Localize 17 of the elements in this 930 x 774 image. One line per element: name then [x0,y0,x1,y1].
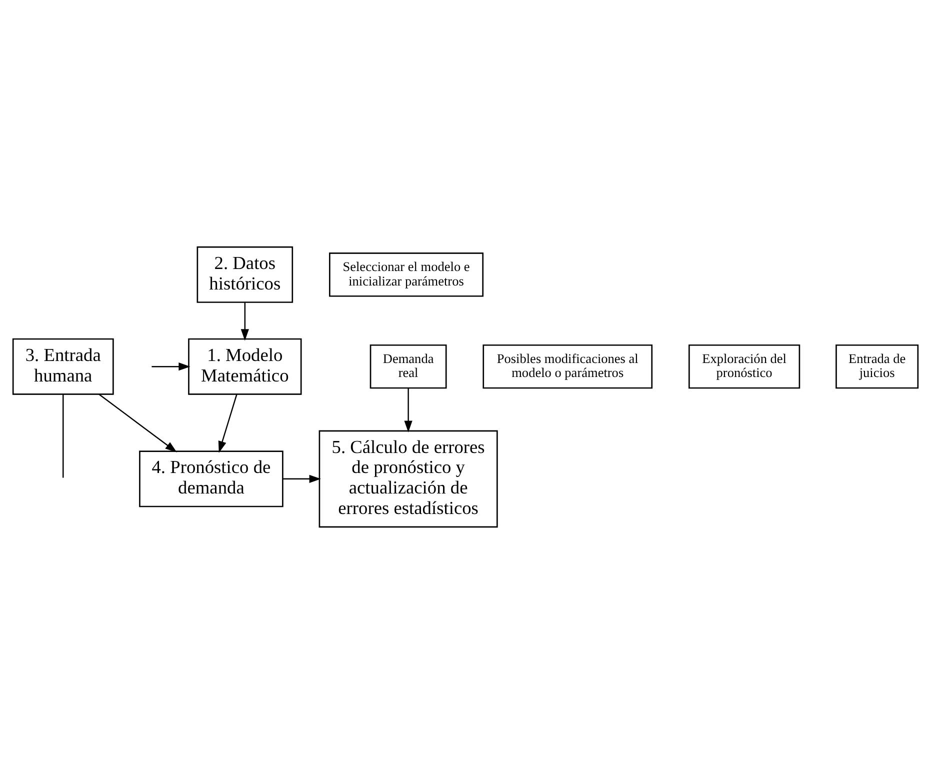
node-box: 2. Datos históricos [196,246,293,303]
node-box: Demanda real [369,344,446,389]
node-box: 5. Cálculo de errores de pronóstico y actualización de errores estadísticos [318,430,498,528]
node-box: 4. Pronóstico de demanda [138,450,283,508]
node-box: Entrada de juicios [835,344,918,389]
arrow [151,362,190,371]
node-box: 3. Entrada humana [12,338,114,395]
node-box: Seleccionar el modelo e inicializar parámetros [328,252,484,297]
arrow [98,394,176,452]
node-box: Exploración del pronóstico [688,344,800,389]
arrow [218,394,237,453]
node-box: 1. Modelo Matemático [188,338,302,395]
arrow [404,388,412,432]
arrow [240,302,248,341]
node-box: Posibles modificaciones al modelo o parámetros [482,344,652,389]
arrow [282,474,320,483]
connector [62,394,64,478]
